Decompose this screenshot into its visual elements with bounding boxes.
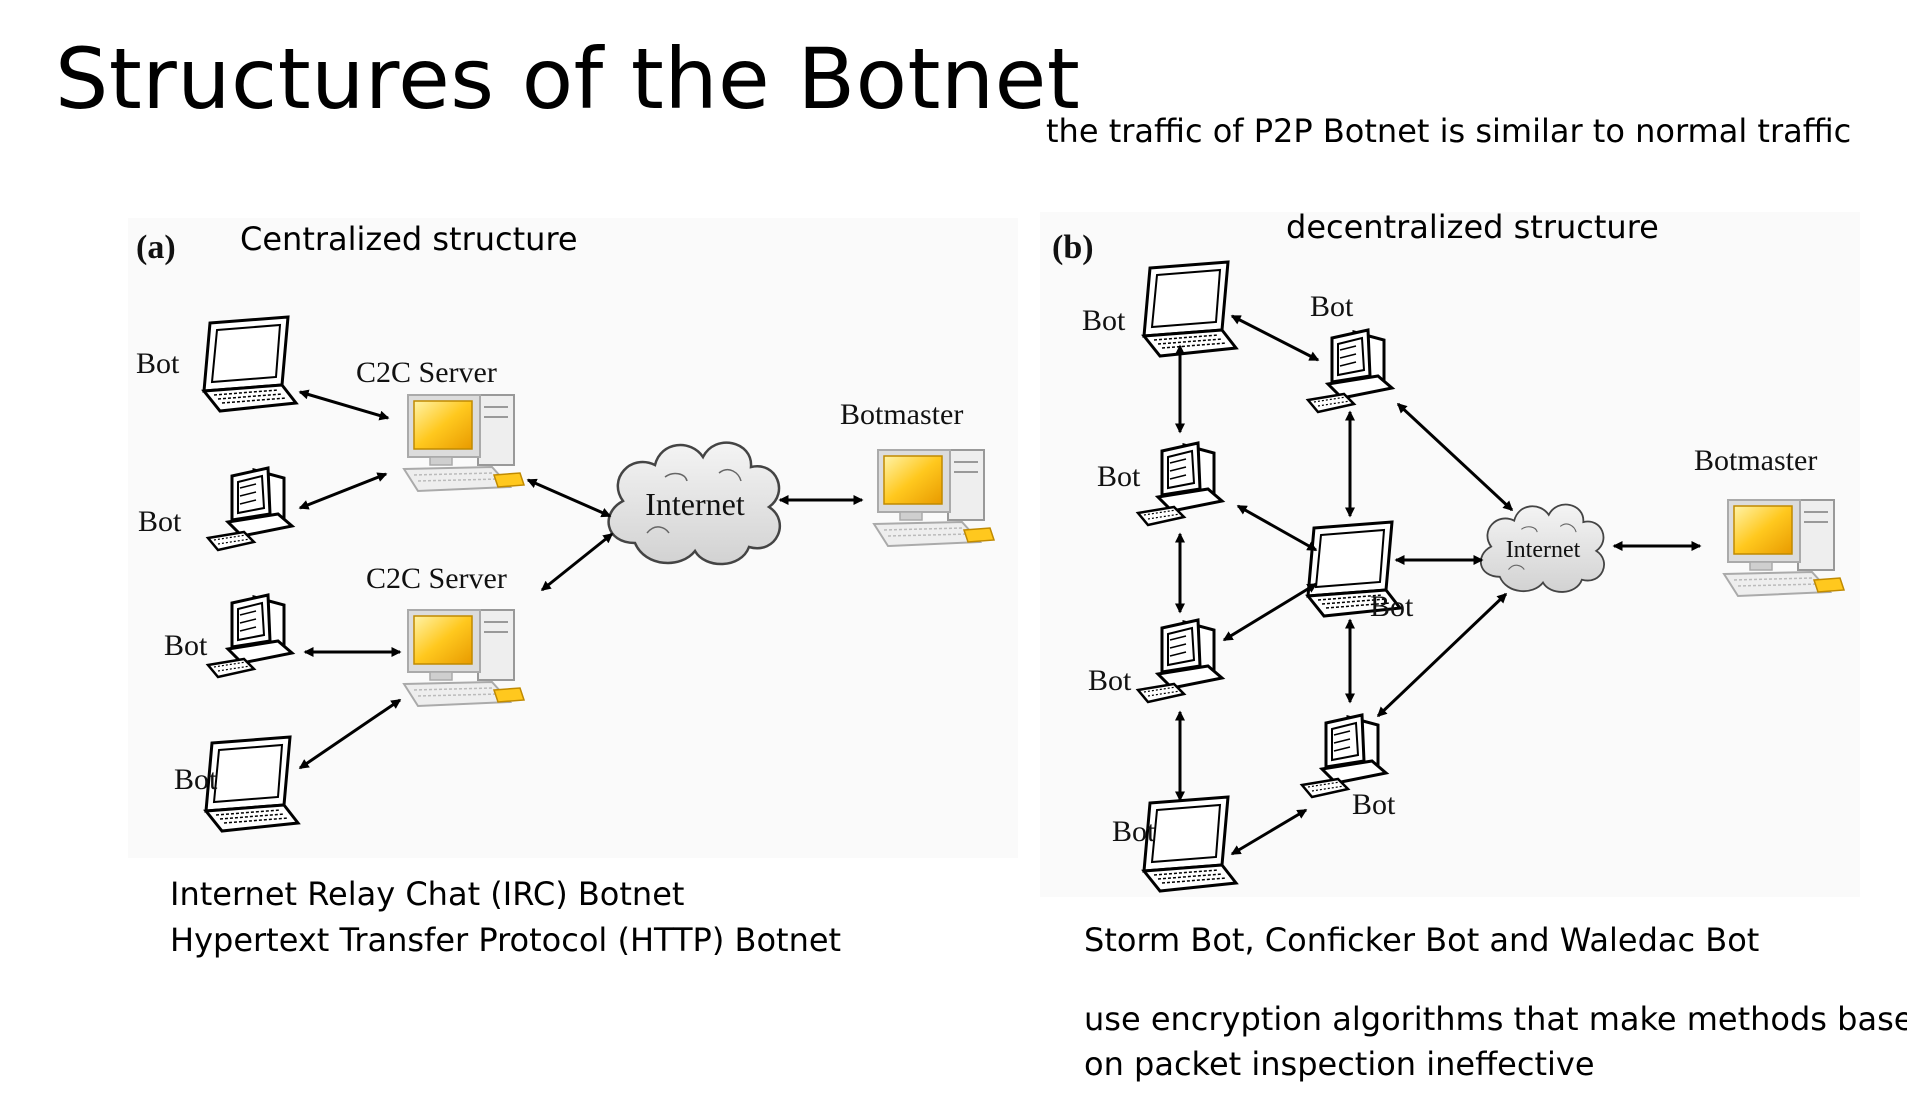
irc-botnet-example: Internet Relay Chat (IRC) Botnet [170,875,685,913]
bot-label-b6: Bot [1370,590,1414,623]
arrows-b [1175,314,1702,856]
bot-label-a3: Bot [164,629,208,662]
c2c-server-label-1: C2C Server [356,356,497,389]
bot-label-b7: Bot [1352,788,1396,821]
encryption-note-line-2: on packet inspection ineffective [1084,1045,1595,1083]
bot-desktop-b2-icon [1136,441,1224,527]
encryption-note-line-1: use encryption algorithms that make meth… [1084,1000,1907,1038]
bot-label-b4: Bot [1112,815,1156,848]
bot-desktop-b3-icon [1136,618,1224,704]
bot-desktop-a2-icon [206,466,294,552]
bot-label-a1: Bot [136,347,180,380]
c2c-server-label-2: C2C Server [366,562,507,595]
arrows-a [298,389,864,770]
http-botnet-example: Hypertext Transfer Protocol (HTTP) Botne… [170,921,842,959]
bot-laptop-b4-icon [1142,795,1238,893]
p2p-botnet-examples: Storm Bot, Conficker Bot and Waledac Bot [1084,921,1760,959]
internet-label-b: Internet [1506,537,1581,563]
internet-label-a: Internet [645,486,745,522]
c2c-server-1-icon [403,394,525,492]
bot-label-b5: Bot [1310,290,1354,323]
panel-a-label: (a) [136,229,176,266]
bot-label-b2: Bot [1097,460,1141,493]
botmaster-a-icon [873,449,995,547]
bot-label-a4: Bot [174,763,218,796]
bot-desktop-b7-icon [1300,713,1388,799]
bot-label-a2: Bot [138,505,182,538]
c2c-server-2-icon [403,609,525,707]
centralized-caption: Centralized structure [240,220,578,258]
bot-label-b1: Bot [1082,304,1126,337]
botmaster-label-b: Botmaster [1694,444,1817,477]
slide-title: Structures of the Botnet [55,30,1081,128]
botmaster-b-icon [1723,499,1845,597]
botmaster-label-a: Botmaster [840,398,963,431]
panel-b-label: (b) [1052,229,1094,266]
bot-laptop-a4-icon [204,735,300,833]
bot-laptop-a1-icon [202,315,298,413]
decentralized-caption: decentralized structure [1286,208,1659,246]
bot-label-b3: Bot [1088,664,1132,697]
bot-desktop-b5-icon [1306,328,1394,414]
p2p-traffic-note: the traffic of P2P Botnet is similar to … [1046,112,1852,150]
bot-desktop-a3-icon [206,593,294,679]
bot-laptop-b1-icon [1142,260,1238,358]
